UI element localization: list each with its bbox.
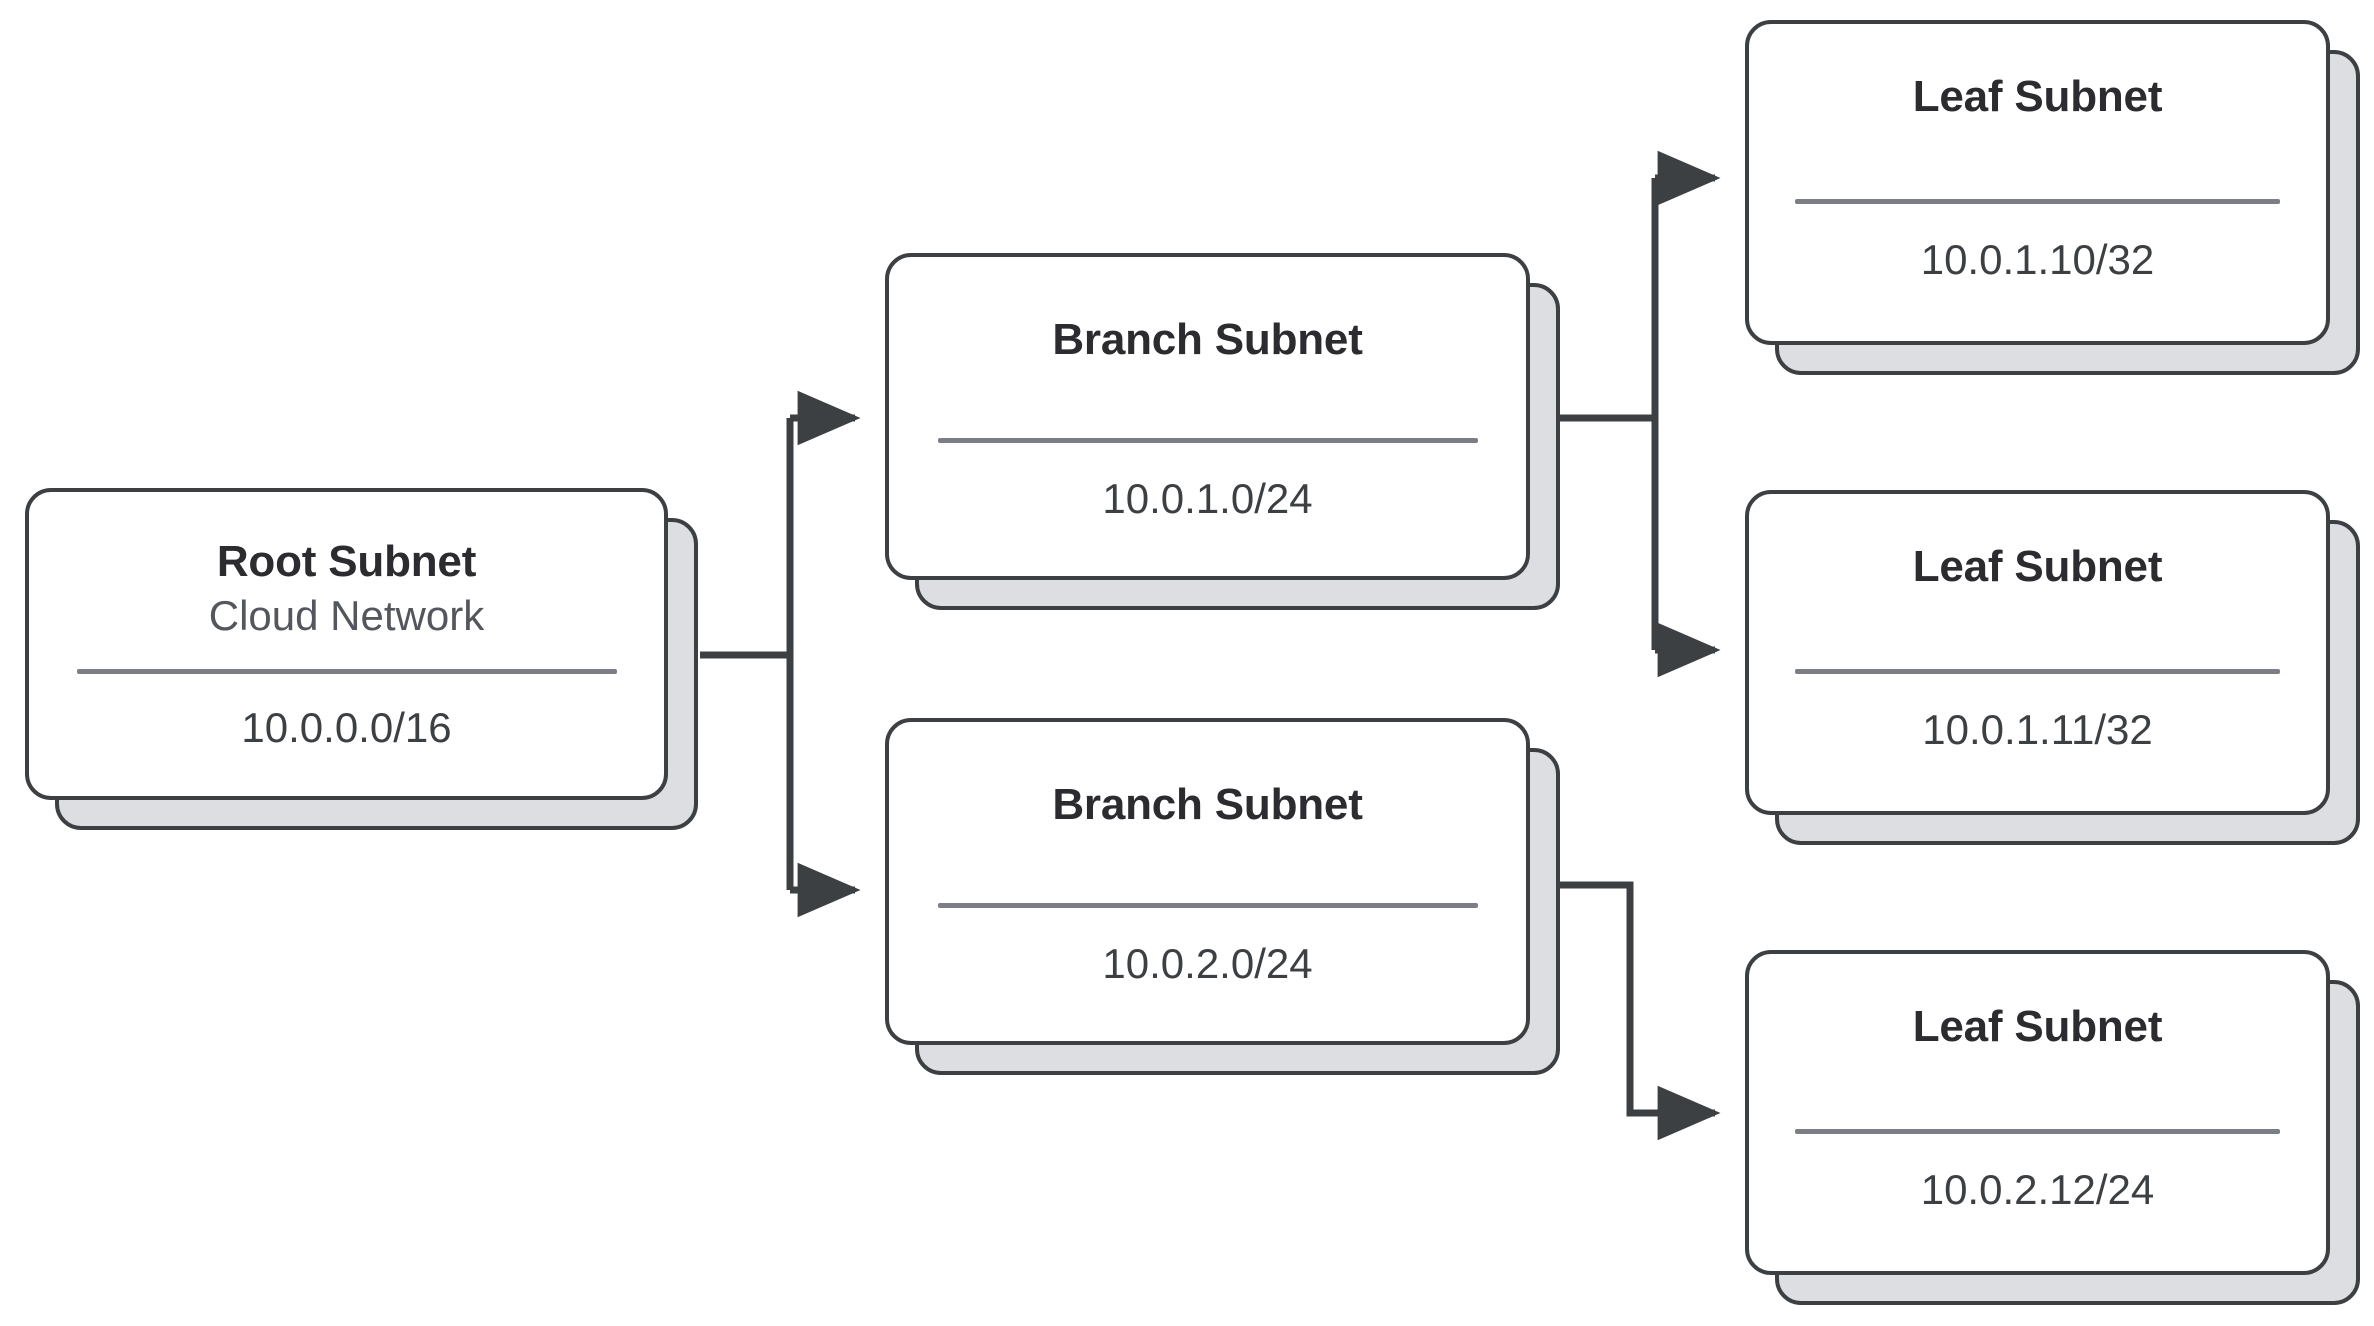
card-face: Branch Subnet 10.0.2.0/24 <box>885 718 1530 1045</box>
node-leaf-subnet-1[interactable]: Leaf Subnet 10.0.1.10/32 <box>1745 20 2360 375</box>
node-cidr-value: 10.0.2.0/24 <box>1102 940 1313 988</box>
node-title: Root Subnet <box>216 537 477 586</box>
node-leaf-subnet-3[interactable]: Leaf Subnet 10.0.2.12/24 <box>1745 950 2360 1305</box>
card-divider <box>937 903 1478 909</box>
node-subtitle: Cloud Network <box>208 592 485 640</box>
node-title: Leaf Subnet <box>1912 72 2163 121</box>
card-face: Branch Subnet 10.0.1.0/24 <box>885 253 1530 580</box>
node-cidr-value: 10.0.0.0/16 <box>241 703 452 751</box>
node-title: Leaf Subnet <box>1912 1002 2163 1051</box>
node-leaf-subnet-2[interactable]: Leaf Subnet 10.0.1.11/32 <box>1745 490 2360 845</box>
node-cidr-value: 10.0.2.12/24 <box>1920 1166 2155 1214</box>
node-branch-subnet-1[interactable]: Branch Subnet 10.0.1.0/24 <box>885 253 1560 610</box>
node-cidr-value: 10.0.1.10/32 <box>1920 236 2155 284</box>
node-root-subnet[interactable]: Root Subnet Cloud Network 10.0.0.0/16 <box>25 488 698 830</box>
node-title: Leaf Subnet <box>1912 542 2163 591</box>
card-face: Leaf Subnet 10.0.2.12/24 <box>1745 950 2330 1275</box>
node-cidr-value: 10.0.1.0/24 <box>1102 475 1313 523</box>
node-cidr-value: 10.0.1.11/32 <box>1922 706 2153 754</box>
card-face: Root Subnet Cloud Network 10.0.0.0/16 <box>25 488 668 800</box>
card-face: Leaf Subnet 10.0.1.10/32 <box>1745 20 2330 345</box>
card-divider <box>1795 1129 2280 1135</box>
card-divider <box>1795 199 2280 205</box>
connector-branch-2-to-leaf-3 <box>1530 881 1721 1141</box>
card-divider <box>937 438 1478 444</box>
node-title: Branch Subnet <box>1052 315 1363 364</box>
card-divider <box>1795 669 2280 675</box>
card-face: Leaf Subnet 10.0.1.11/32 <box>1745 490 2330 815</box>
node-title: Branch Subnet <box>1052 780 1363 829</box>
card-divider <box>76 668 617 674</box>
node-branch-subnet-2[interactable]: Branch Subnet 10.0.2.0/24 <box>885 718 1560 1075</box>
